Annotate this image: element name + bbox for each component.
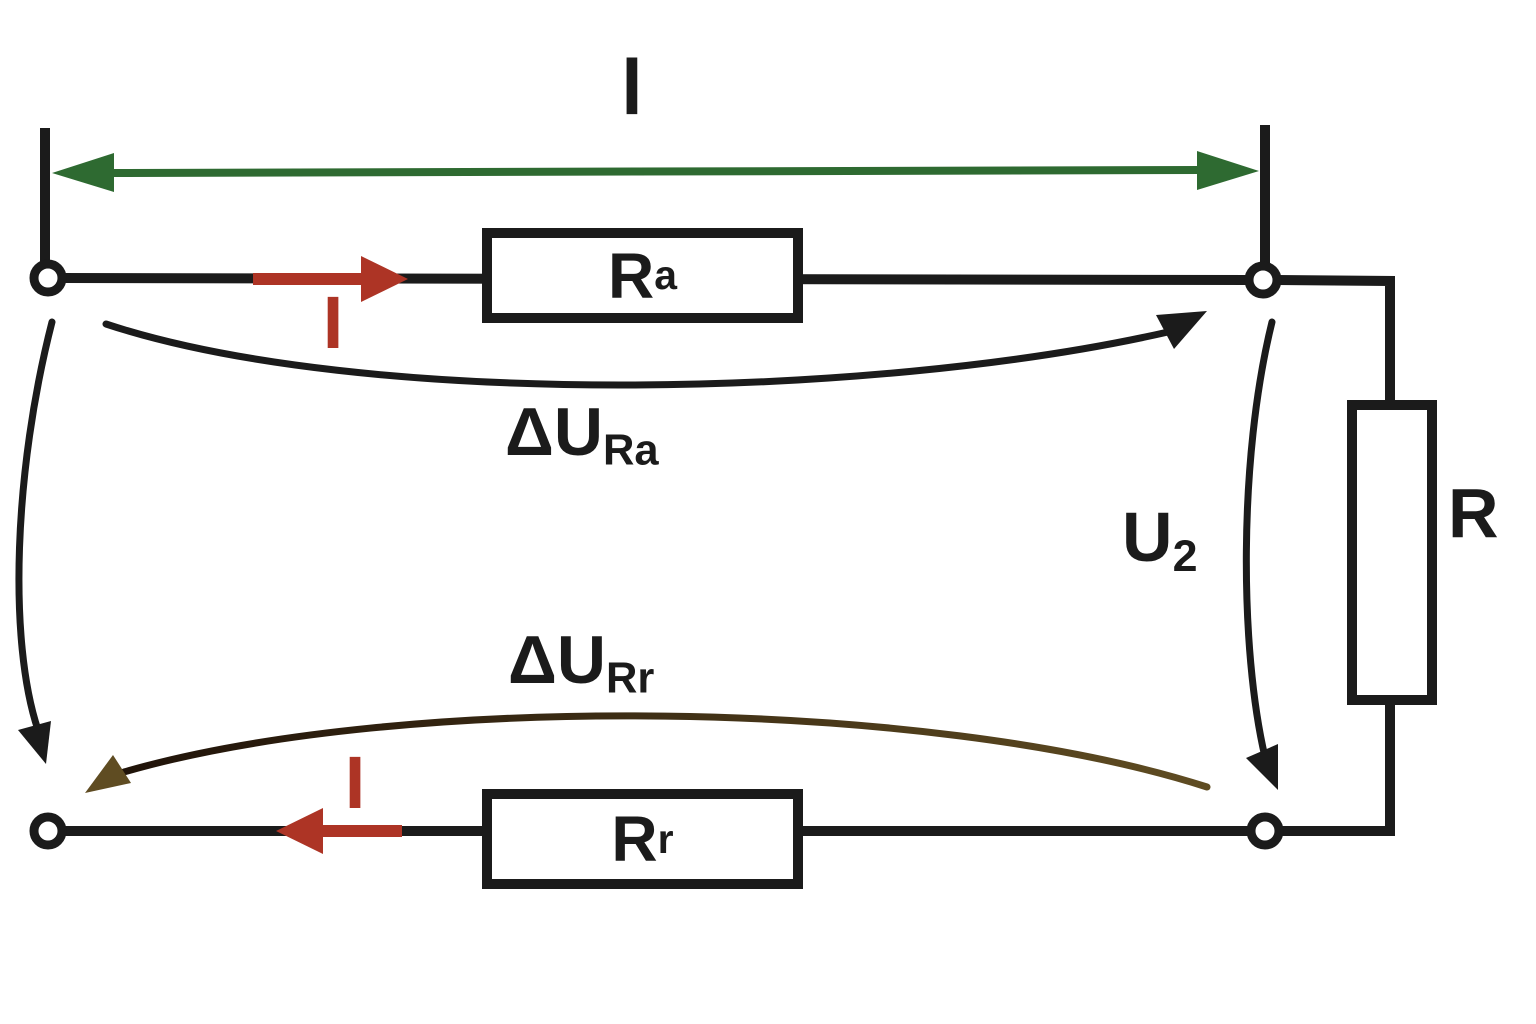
voltage-drop-outgoing-base: ΔU — [505, 394, 603, 470]
left-voltage-arc — [15, 318, 56, 734]
current-return-arrowhead-icon — [276, 808, 323, 854]
current-outgoing-arrowhead-icon — [361, 256, 408, 302]
length-label: l — [570, 48, 694, 126]
voltage-drop-return-arrowhead-icon — [85, 755, 131, 793]
resistor-load-box — [1347, 400, 1437, 705]
current-outgoing-text: I — [322, 281, 344, 364]
terminal-bottom-right — [1246, 812, 1284, 850]
length-arrowhead-right-icon — [1197, 151, 1259, 190]
current-return-text: I — [344, 741, 366, 824]
right-connector-bottom — [1281, 700, 1395, 836]
resistor-return-box — [482, 789, 803, 889]
terminal-bottom-left — [29, 812, 67, 850]
voltage-drop-return-arc — [120, 712, 1211, 791]
resistor-load-label: R — [1448, 478, 1499, 548]
voltage-load-arc — [1242, 318, 1276, 761]
current-outgoing-label: I — [305, 286, 361, 360]
resistor-return-base: R — [611, 803, 658, 875]
voltage-drop-return-label: ΔURr — [508, 626, 654, 701]
voltage-drop-outgoing-arrowhead-icon — [1156, 311, 1207, 349]
voltage-load-label: U2 — [1122, 502, 1197, 579]
voltage-drop-return-base: ΔU — [508, 622, 606, 698]
resistor-outgoing-sub: a — [654, 252, 677, 299]
resistor-outgoing-box — [482, 228, 803, 323]
voltage-drop-outgoing-label: ΔURa — [505, 398, 659, 473]
voltage-load-sub: 2 — [1172, 530, 1198, 581]
resistor-outgoing-base: R — [608, 239, 655, 312]
voltage-drop-return-sub: Rr — [605, 654, 655, 703]
voltage-load-arrowhead-icon — [1246, 744, 1278, 790]
terminal-top-right — [1244, 261, 1282, 299]
voltage-drop-outgoing-sub: Ra — [602, 426, 659, 475]
length-arrowhead-left-icon — [52, 153, 114, 192]
voltage-load-base: U — [1122, 498, 1173, 576]
terminal-top-left — [29, 259, 67, 297]
resistor-load-text: R — [1448, 474, 1499, 552]
voltage-drop-outgoing-arc — [102, 320, 1172, 389]
right-connector-top — [1276, 275, 1395, 405]
current-return-label: I — [327, 746, 383, 820]
left-voltage-arrowhead-icon — [18, 721, 51, 764]
length-dimension-line — [111, 166, 1201, 177]
resistor-return-sub: r — [657, 815, 674, 862]
length-label-text: l — [621, 43, 643, 131]
